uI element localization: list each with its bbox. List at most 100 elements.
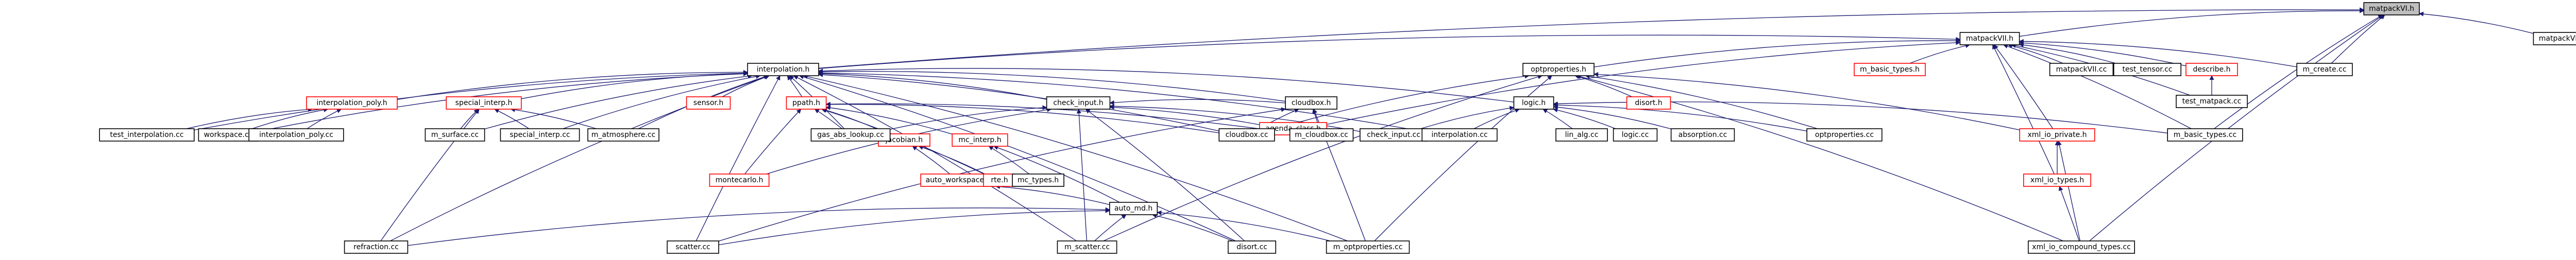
node-check-input-h[interactable]: check_input.h <box>1046 96 1111 110</box>
node-box[interactable] <box>1057 240 1117 254</box>
node-interpolation-poly-cc[interactable]: interpolation_poly.cc <box>248 128 344 142</box>
node-box[interactable] <box>1326 240 1410 254</box>
node-optproperties-cc[interactable]: optproperties.cc <box>1806 128 1883 142</box>
node-box[interactable] <box>1513 96 1554 110</box>
node-box[interactable] <box>1109 202 1158 215</box>
node-box[interactable] <box>2533 32 2576 45</box>
node-m-optproperties-cc[interactable]: m_optproperties.cc <box>1326 240 1410 254</box>
node-box[interactable] <box>2028 240 2136 254</box>
node-optproperties-h[interactable]: optproperties.h <box>1522 63 1595 76</box>
node-box[interactable] <box>1806 128 1883 142</box>
node-box[interactable] <box>952 133 1008 147</box>
node-box[interactable] <box>810 128 891 142</box>
node-box[interactable] <box>2113 63 2181 76</box>
node-special-interp-cc[interactable]: special_interp.cc <box>500 128 580 142</box>
node-box[interactable] <box>686 96 731 110</box>
node-box[interactable] <box>1522 63 1595 76</box>
node-box[interactable] <box>1626 96 1671 110</box>
edge-m-atmosphere-cc-to-special-interp-h <box>510 107 597 129</box>
node-disort-h[interactable]: disort.h <box>1626 96 1671 110</box>
node-box[interactable] <box>587 128 659 142</box>
node-box[interactable] <box>1218 128 1275 142</box>
node-interpolation-poly-h[interactable]: interpolation_poly.h <box>306 96 398 110</box>
node-box[interactable] <box>1670 128 1735 142</box>
node-xml-io-compound-types-cc[interactable]: xml_io_compound_types.cc <box>2028 240 2136 254</box>
node-scatter-cc[interactable]: scatter.cc <box>667 240 719 254</box>
node-test-tensor-cc[interactable]: test_tensor.cc <box>2113 63 2181 76</box>
node-special-interp-h[interactable]: special_interp.h <box>446 96 522 110</box>
node-box[interactable] <box>2023 174 2092 187</box>
node-box[interactable] <box>786 96 827 110</box>
node-test-matpack-cc[interactable]: test_matpack.cc <box>2176 95 2248 108</box>
node-interpolation-cc[interactable]: interpolation.cc <box>1421 128 1498 142</box>
node-montecarlo-h[interactable]: montecarlo.h <box>709 174 770 187</box>
node-absorption-cc[interactable]: absorption.cc <box>1670 128 1735 142</box>
node-box[interactable] <box>1012 174 1064 187</box>
node-matpackVI-cc[interactable]: matpackVI.cc <box>2533 32 2576 45</box>
node-box[interactable] <box>446 96 522 110</box>
edge-refraction-cc-to-interpolation-h <box>390 75 770 241</box>
node-logic-cc[interactable]: logic.cc <box>1613 128 1658 142</box>
node-box[interactable] <box>1289 128 1354 142</box>
node-box[interactable] <box>983 174 1016 187</box>
node-box[interactable] <box>344 240 409 254</box>
node-cloudbox-cc[interactable]: cloudbox.cc <box>1218 128 1275 142</box>
node-workspace-cc[interactable]: workspace.cc <box>198 128 259 142</box>
node-gas-abs-lookup-cc[interactable]: gas_abs_lookup.cc <box>810 128 891 142</box>
node-matpackVI-h[interactable]: matpackVI.h <box>2363 2 2420 15</box>
node-sensor-h[interactable]: sensor.h <box>686 96 731 110</box>
node-describe-h[interactable]: describe.h <box>2185 63 2238 76</box>
node-xml-io-private-h[interactable]: xml_io_private.h <box>2019 128 2095 142</box>
node-box[interactable] <box>1285 96 1337 110</box>
node-box[interactable] <box>667 240 719 254</box>
node-box[interactable] <box>1613 128 1658 142</box>
node-box[interactable] <box>2185 63 2238 76</box>
node-m-scatter-cc[interactable]: m_scatter.cc <box>1057 240 1117 254</box>
edge-check-input-h-to-interpolation-h <box>818 71 1047 100</box>
node-auto-md-h[interactable]: auto_md.h <box>1109 202 1158 215</box>
node-box[interactable] <box>2176 95 2248 108</box>
node-m-atmosphere-cc[interactable]: m_atmosphere.cc <box>587 128 659 142</box>
node-xml-io-types-h[interactable]: xml_io_types.h <box>2023 174 2092 187</box>
node-box[interactable] <box>1046 96 1111 110</box>
node-label: disort.h <box>1635 99 1662 107</box>
node-refraction-cc[interactable]: refraction.cc <box>344 240 409 254</box>
node-test-interpolation-cc[interactable]: test_interpolation.cc <box>99 128 195 142</box>
node-box[interactable] <box>248 128 344 142</box>
node-label: sensor.h <box>693 99 723 107</box>
node-m-basic-types-cc[interactable]: m_basic_types.cc <box>2167 128 2243 142</box>
node-ppath-h[interactable]: ppath.h <box>786 96 827 110</box>
node-box[interactable] <box>2363 2 2420 15</box>
node-matpackVII-cc[interactable]: matpackVII.cc <box>2049 63 2114 76</box>
node-box[interactable] <box>1228 240 1277 254</box>
node-box[interactable] <box>2049 63 2114 76</box>
node-box[interactable] <box>1959 32 2020 45</box>
node-m-surface-cc[interactable]: m_surface.cc <box>425 128 485 142</box>
node-logic-h[interactable]: logic.h <box>1513 96 1554 110</box>
node-cloudbox-h[interactable]: cloudbox.h <box>1285 96 1337 110</box>
node-box[interactable] <box>1854 63 1926 76</box>
node-box[interactable] <box>2296 63 2353 76</box>
node-check-input-cc[interactable]: check_input.cc <box>1360 128 1428 142</box>
node-rte-h[interactable]: rte.h <box>983 174 1016 187</box>
node-disort-cc[interactable]: disort.cc <box>1228 240 1277 254</box>
node-box[interactable] <box>500 128 580 142</box>
node-mc-interp-h[interactable]: mc_interp.h <box>952 133 1008 147</box>
node-box[interactable] <box>747 63 819 76</box>
node-m-create-cc[interactable]: m_create.cc <box>2296 63 2353 76</box>
node-box[interactable] <box>1555 128 1608 142</box>
node-lin-alg-cc[interactable]: lin_alg.cc <box>1555 128 1608 142</box>
node-mc-types-h[interactable]: mc_types.h <box>1012 174 1064 187</box>
node-matpackVII-h[interactable]: matpackVII.h <box>1959 32 2020 45</box>
node-box[interactable] <box>99 128 195 142</box>
node-box[interactable] <box>709 174 770 187</box>
node-box[interactable] <box>198 128 259 142</box>
node-interpolation-h[interactable]: interpolation.h <box>747 63 819 76</box>
node-box[interactable] <box>2019 128 2095 142</box>
node-m-cloudbox-cc[interactable]: m_cloudbox.cc <box>1289 128 1354 142</box>
node-box[interactable] <box>306 96 398 110</box>
node-box[interactable] <box>2167 128 2243 142</box>
node-m-basic-types-h[interactable]: m_basic_types.h <box>1854 63 1926 76</box>
node-box[interactable] <box>1421 128 1498 142</box>
node-box[interactable] <box>425 128 485 142</box>
